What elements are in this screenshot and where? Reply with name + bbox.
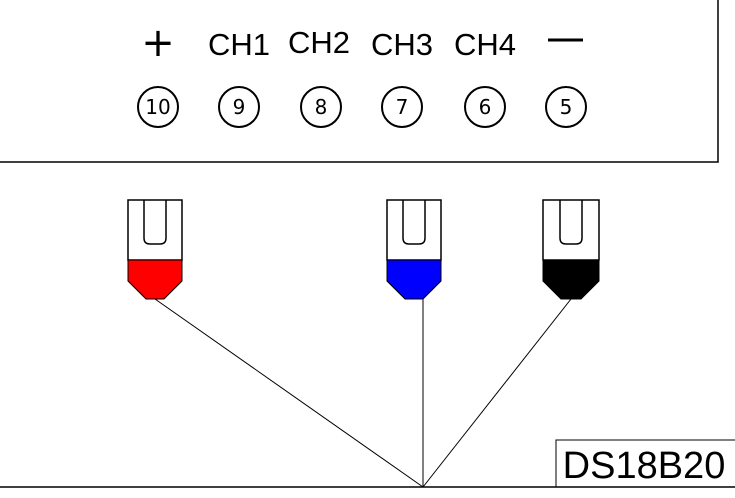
- spade-connector-blue: [386, 199, 442, 300]
- terminal-label-plus: +: [141, 20, 175, 66]
- wire-black: [422, 298, 572, 488]
- terminal-number: 7: [396, 95, 409, 119]
- terminal-7: 7: [381, 86, 423, 128]
- spade-connector-red: [127, 199, 183, 300]
- connector-sleeve: [386, 259, 442, 300]
- terminal-number: 6: [479, 95, 492, 119]
- sensor-label-box: [555, 439, 735, 487]
- terminal-9: 9: [218, 86, 260, 128]
- terminal-6: 6: [464, 86, 506, 128]
- terminal-number: 10: [145, 95, 170, 119]
- terminal-number: 9: [233, 95, 246, 119]
- terminal-10: 10: [137, 86, 179, 128]
- terminal-block-outline: [0, 0, 719, 163]
- spade-connector-black: [542, 199, 600, 300]
- connector-sleeve: [127, 259, 183, 300]
- terminal-label-ch2: CH2: [288, 25, 350, 60]
- terminal-8: 8: [300, 86, 342, 128]
- terminal-5: 5: [545, 86, 587, 128]
- terminal-label-ch4: CH4: [454, 27, 516, 62]
- connector-sleeve: [542, 259, 600, 300]
- sensor-model-label: DS18B20: [563, 445, 726, 487]
- terminal-number: 5: [560, 95, 573, 119]
- terminal-label-ch3: CH3: [371, 27, 433, 62]
- wire-red: [154, 298, 424, 488]
- terminal-label-ch1: CH1: [208, 27, 270, 62]
- terminal-number: 8: [315, 95, 328, 119]
